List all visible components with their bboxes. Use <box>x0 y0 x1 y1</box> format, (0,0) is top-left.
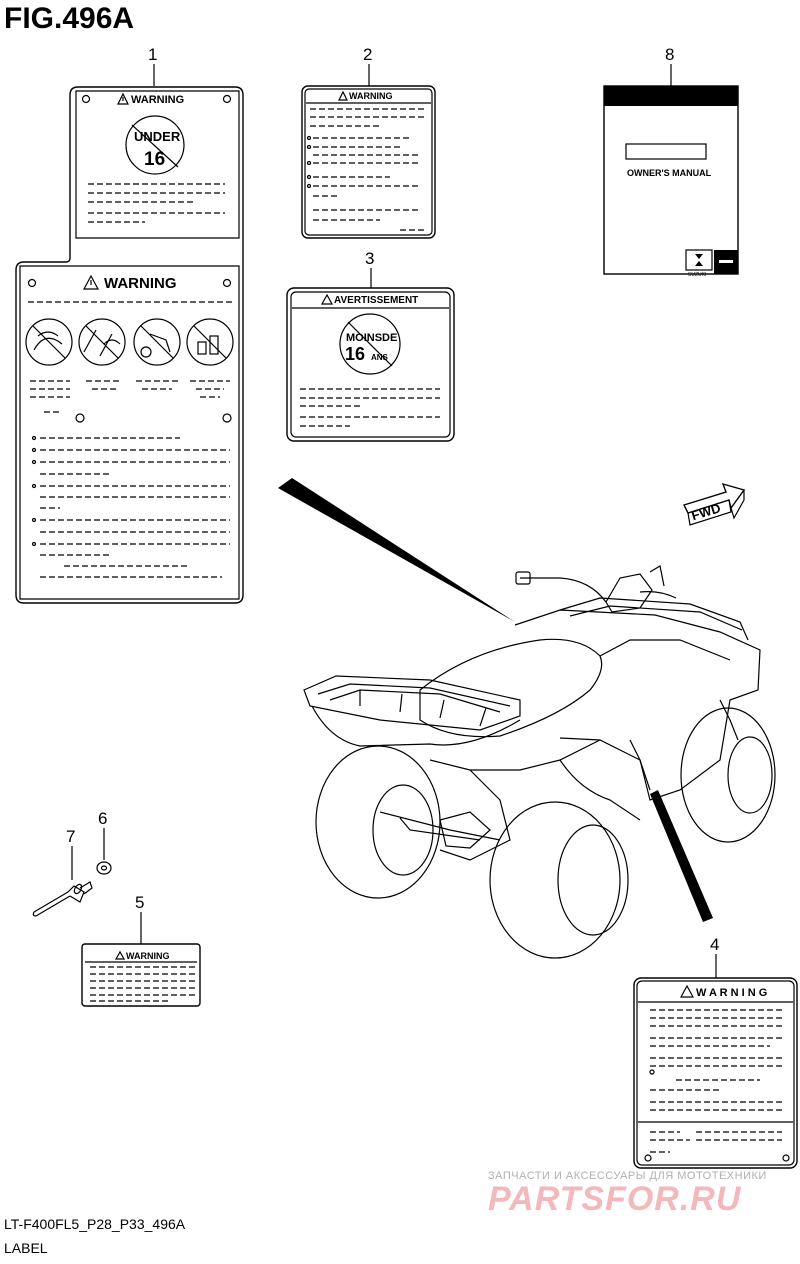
svg-text:1: 1 <box>148 45 157 64</box>
callout-6: 6 <box>98 809 107 860</box>
svg-text:WARNING: WARNING <box>126 951 170 961</box>
svg-text:16: 16 <box>144 149 165 170</box>
washer-6 <box>96 861 112 875</box>
svg-text:AVERTISSEMENT: AVERTISSEMENT <box>334 295 418 306</box>
svg-text:WARNING: WARNING <box>131 94 184 106</box>
callout-2: 2 <box>363 45 372 86</box>
svg-text:4: 4 <box>710 935 719 954</box>
owners-manual: OWNER'S MANUAL SUZUKI <box>603 85 739 278</box>
no-alcohol-icon <box>133 318 181 366</box>
no-passenger-icon <box>186 318 234 366</box>
callout-8: 8 <box>665 45 674 86</box>
figure-code: LT-F400FL5_P28_P33_496A <box>4 1216 186 1232</box>
no-under-16-icon: UNDER 16 <box>125 115 185 175</box>
svg-text:8: 8 <box>665 45 674 64</box>
svg-text:5: 5 <box>135 893 144 912</box>
warning-triangle-icon <box>114 950 126 960</box>
svg-text:2: 2 <box>363 45 372 64</box>
warning-triangle-icon <box>320 293 334 305</box>
label-4: W A R N I N G <box>633 977 798 1169</box>
svg-text:3: 3 <box>365 249 374 268</box>
leader-wedge-4 <box>650 790 713 922</box>
warning-triangle-icon <box>679 984 695 998</box>
svg-text:SUZUKI: SUZUKI <box>688 272 706 278</box>
svg-text:WARNING: WARNING <box>104 275 177 292</box>
warning-triangle-icon <box>82 274 100 290</box>
label-1: WARNING UNDER 16 WARNING <box>15 86 244 604</box>
label-3: AVERTISSEMENT MOINSDE 16 ANS <box>286 287 455 442</box>
label-2: WARNING <box>301 85 436 239</box>
callout-4: 4 <box>710 935 719 978</box>
fwd-arrow-icon: FWD <box>683 482 746 526</box>
svg-text:6: 6 <box>98 809 107 828</box>
watermark-logo: PARTSFOR.RU <box>488 1180 742 1218</box>
no-road-icon <box>78 318 126 366</box>
svg-text:W A R N I N G: W A R N I N G <box>696 987 767 999</box>
rivet-7 <box>32 881 93 917</box>
svg-text:OWNER'S MANUAL: OWNER'S MANUAL <box>627 168 712 178</box>
label-5: WARNING <box>81 943 201 1007</box>
svg-text:7: 7 <box>66 827 75 846</box>
watermark-caption: ЗАПЧАСТИ И АКСЕССУАРЫ ДЛЯ МОТОТЕХНИКИ <box>488 1170 767 1182</box>
svg-text:16: 16 <box>345 344 365 364</box>
figure-title: FIG.496A <box>4 2 135 35</box>
leader-wedge-1 <box>278 478 515 622</box>
svg-text:MOINSDE: MOINSDE <box>346 332 397 344</box>
figure-section: LABEL <box>4 1240 48 1256</box>
warning-triangle-icon <box>338 90 348 101</box>
atv-drawing <box>303 565 776 959</box>
svg-text:WARNING: WARNING <box>349 91 393 101</box>
suzuki-logo-icon: SUZUKI <box>685 249 713 278</box>
callout-3: 3 <box>365 249 374 288</box>
no-under-16-icon: MOINSDE 16 ANS <box>339 313 401 375</box>
svg-text:ANS: ANS <box>371 353 389 362</box>
callout-1: 1 <box>148 45 157 86</box>
no-passenger-icon <box>25 318 73 366</box>
svg-text:UNDER: UNDER <box>134 129 181 144</box>
warning-triangle-icon <box>117 92 129 105</box>
callout-7: 7 <box>66 827 75 880</box>
callout-5: 5 <box>135 893 144 944</box>
